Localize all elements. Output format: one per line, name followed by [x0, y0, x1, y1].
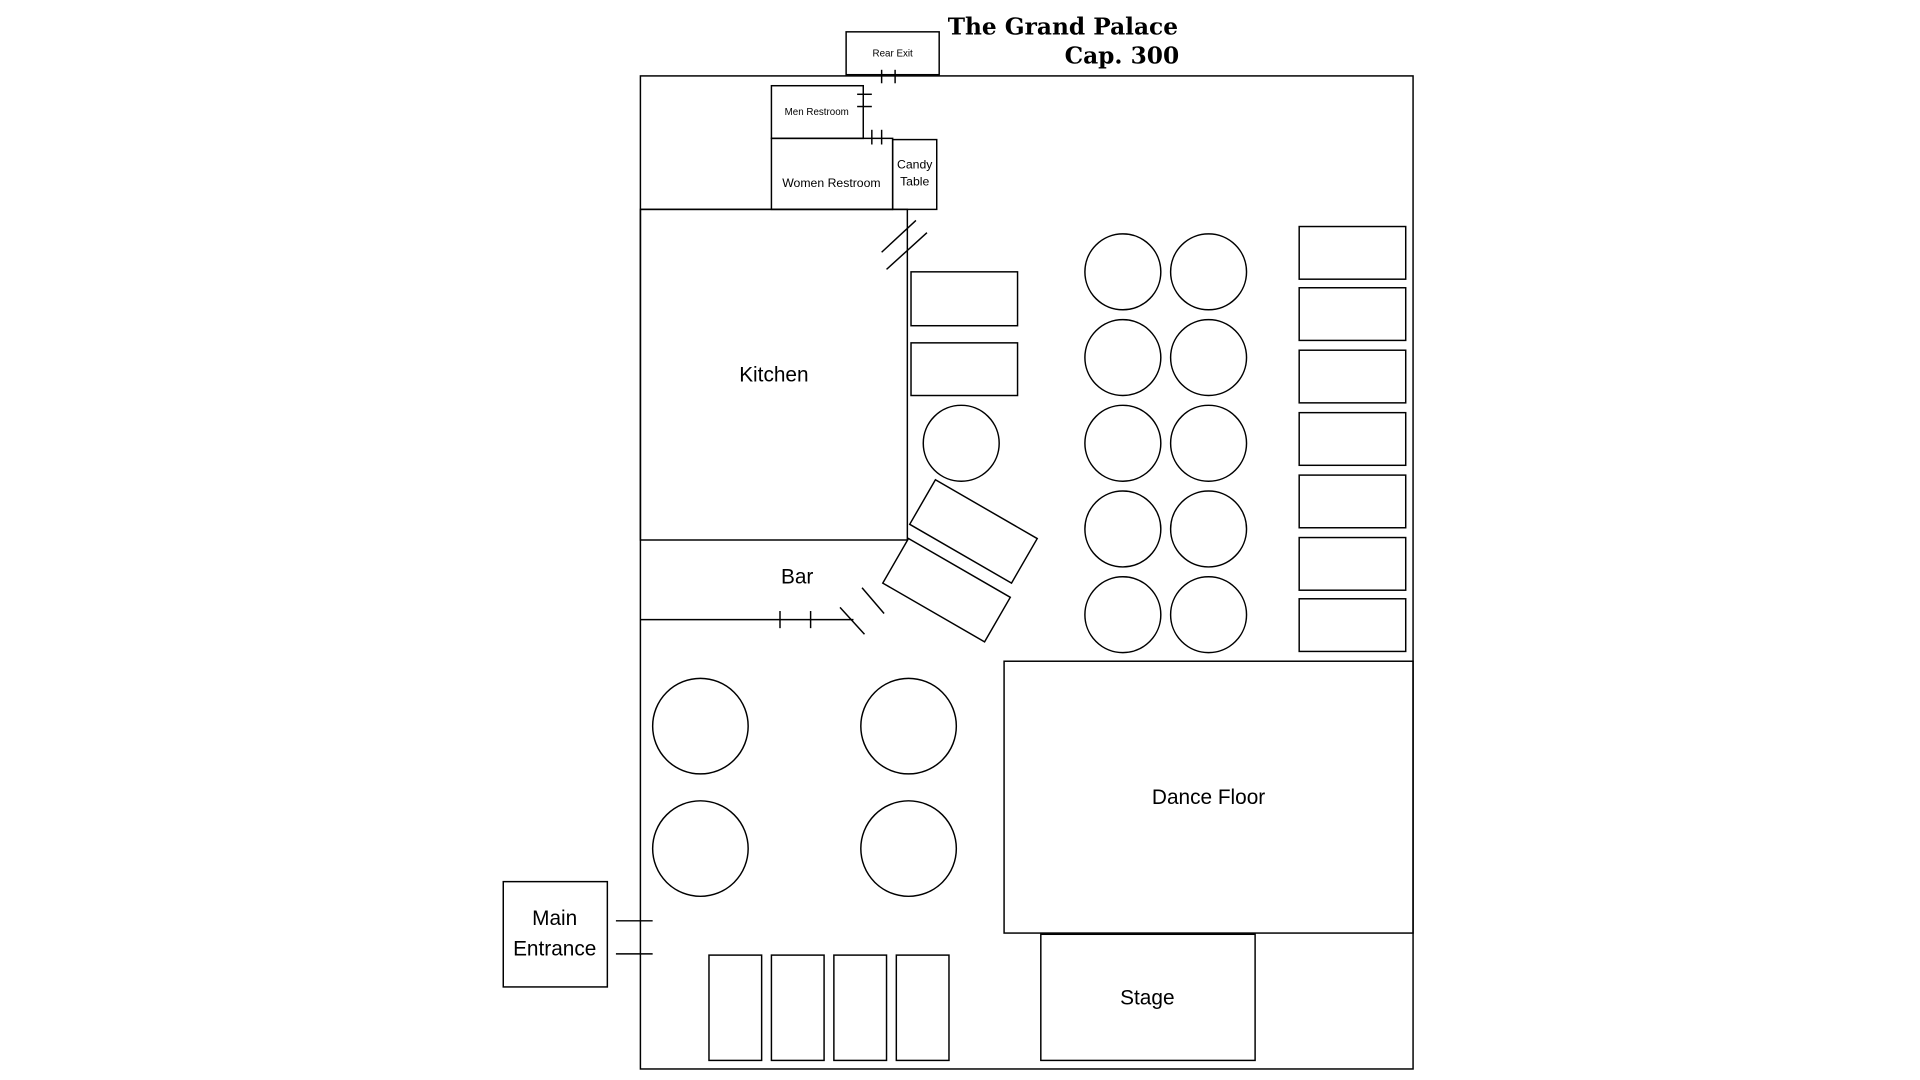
dance-floor: Dance Floor — [1003, 660, 1414, 934]
stage-label: Stage — [1120, 987, 1174, 1010]
rear-exit-label: Rear Exit — [873, 48, 914, 59]
rear-exit: Rear Exit — [845, 31, 940, 84]
rect-table — [908, 478, 1039, 585]
men-restroom: Men Restroom — [770, 84, 872, 140]
dance-floor-label: Dance Floor — [1152, 786, 1265, 809]
main-entrance-label-1: Main — [532, 907, 577, 930]
venue-title: The Grand Palace — [948, 13, 1178, 40]
bar: Bar — [640, 565, 885, 635]
kitchen-label: Kitchen — [739, 363, 808, 386]
main-entrance: Main Entrance — [502, 880, 653, 988]
women-restroom-label: Women Restroom — [782, 176, 880, 190]
round-table — [922, 404, 1000, 482]
women-restroom: Women Restroom — [770, 129, 894, 211]
round-tables-grid — [1084, 233, 1248, 654]
venue-outline — [639, 75, 1414, 1070]
bar-label: Bar — [781, 565, 813, 588]
men-restroom-label: Men Restroom — [785, 107, 849, 118]
candy-table-label-2: Table — [900, 175, 929, 189]
rect-table — [910, 271, 1019, 327]
rect-tables-bottom — [708, 954, 950, 1062]
venue-capacity: Cap. 300 — [1065, 43, 1180, 70]
candy-table: Candy Table — [891, 138, 938, 211]
kitchen: Kitchen — [639, 208, 928, 541]
rect-table — [881, 537, 1012, 643]
candy-table-label-1: Candy — [897, 158, 933, 172]
rect-table — [910, 342, 1019, 397]
rect-tables-right — [1298, 225, 1407, 653]
main-entrance-label-2: Entrance — [513, 938, 596, 961]
rect-tables-left — [881, 271, 1039, 643]
round-tables-large — [651, 677, 958, 898]
stage: Stage — [1040, 933, 1256, 1062]
